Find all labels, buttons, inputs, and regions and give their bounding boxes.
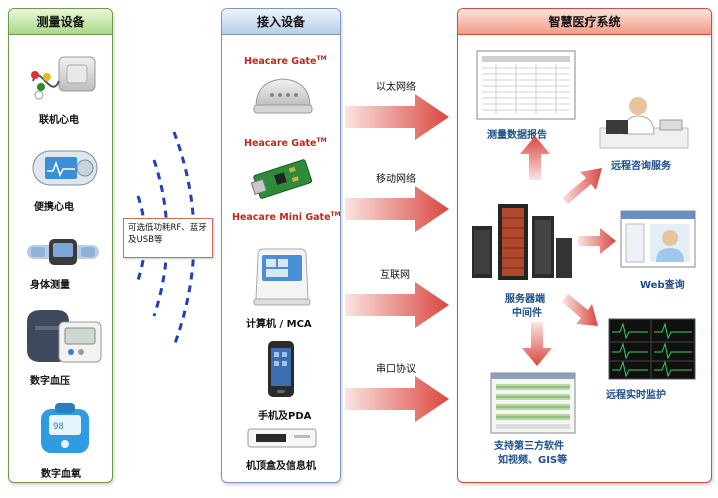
set-top-box-icon: [247, 428, 317, 448]
access-devices-panel: 接入设备 Heacare GateTM Heacare GateTM Heaca…: [221, 8, 341, 483]
access-panel-title: 接入设备: [222, 9, 340, 35]
realtime-monitor-screen-icon: [608, 318, 696, 380]
doctor-consult-icon: [599, 97, 689, 149]
arrow-server-to-consult: [562, 168, 602, 204]
third-party-label-line1: 支持第三方软件: [494, 441, 564, 452]
oximeter-icon: 98: [41, 403, 89, 453]
network-label-serial: 串口协议: [376, 364, 416, 375]
network-label-ethernet: 以太网络: [376, 82, 416, 93]
network-label-mobile: 移动网络: [376, 174, 416, 185]
server-label-line2: 中间件: [512, 308, 542, 319]
measure-devices-panel: 测量设备 联机心电 便携心电 身体测量 数字血压 98 数字血氧: [8, 8, 113, 483]
gate-label-mini: Heacare Mini GateTM: [232, 211, 341, 224]
third-party-software-icon: [490, 372, 576, 434]
web-query-label: Web查询: [640, 280, 685, 291]
arrow-server-to-report: [520, 136, 550, 180]
wireless-options-note: 可选低功耗RF、蓝牙及USB等: [123, 218, 213, 258]
ecg-device-icon: [31, 56, 96, 100]
svg-text:98: 98: [53, 422, 64, 432]
gateway-device-icon: [253, 78, 313, 114]
arrow-server-to-third-party: [522, 322, 552, 366]
network-label-internet: 互联网: [380, 270, 410, 281]
phone-label: 手机及PDA: [258, 411, 312, 422]
settop-label: 机顶盒及信息机: [246, 461, 316, 472]
system-panel-title: 智慧医疗系统: [458, 9, 711, 35]
circuit-board-icon: [250, 159, 313, 199]
report-label: 测量数据报告: [487, 130, 547, 141]
network-arrow-mobile: [345, 186, 449, 232]
device-label-bp: 数字血压: [30, 376, 70, 387]
measure-panel-title: 测量设备: [9, 9, 112, 35]
body-sensor-icon: [27, 239, 99, 265]
portable-ecg-icon: [32, 150, 98, 186]
web-query-window-icon: [620, 210, 696, 268]
network-arrow-ethernet: [345, 94, 449, 140]
device-label-ecg: 联机心电: [39, 115, 79, 126]
arrow-server-to-monitor: [562, 294, 598, 326]
gate-label-1: Heacare GateTM: [244, 55, 327, 68]
server-label-line1: 服务器端: [505, 294, 545, 305]
device-label-body: 身体测量: [30, 280, 70, 291]
arrow-server-to-web: [578, 228, 616, 254]
computer-label: 计算机 / MCA: [246, 319, 312, 330]
computer-terminal-icon: [253, 248, 311, 306]
network-arrow-internet: [345, 282, 449, 328]
device-label-oximeter: 数字血氧: [41, 469, 81, 480]
third-party-label-line2: 如视频、GIS等: [498, 455, 568, 466]
blood-pressure-icon: [27, 310, 102, 363]
mobile-phone-icon: [268, 341, 294, 397]
report-document-icon: [476, 50, 576, 120]
server-rack-icon: [472, 204, 572, 280]
device-label-portable-ecg: 便携心电: [34, 202, 74, 213]
monitor-label: 远程实时监护: [606, 390, 666, 401]
consult-label: 远程咨询服务: [611, 161, 671, 172]
network-arrow-serial: [345, 376, 449, 422]
gate-label-2: Heacare GateTM: [244, 137, 327, 150]
